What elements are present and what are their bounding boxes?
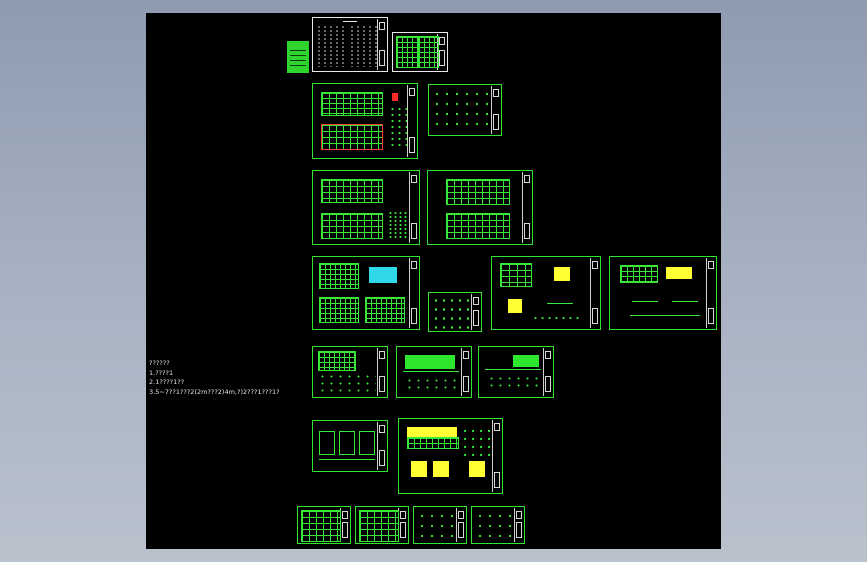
title-block [461, 348, 470, 396]
title-block [706, 258, 715, 328]
title-block [491, 86, 500, 134]
sheet-elevation-2[interactable] [478, 346, 554, 398]
title-block [492, 420, 501, 492]
sheet-stair-sections[interactable] [312, 420, 388, 472]
sheet-elevation-1[interactable] [396, 346, 472, 398]
notes-line-4: 3.5~7??1???2(2m???2)4m,?)2???1???1? [149, 387, 280, 396]
title-block [543, 348, 552, 396]
notes-line-1: ?????? [149, 359, 170, 367]
notes-line-2: 1.????1 [149, 368, 174, 377]
sheet-elevation-details[interactable] [398, 418, 503, 494]
sheet-drawing-index[interactable] [392, 32, 448, 72]
sheet-roof-framing-2[interactable] [609, 256, 717, 330]
layer-badge-icon [287, 41, 309, 73]
notes-line-3: 2.1????1?? [149, 378, 185, 386]
title-block [514, 508, 523, 542]
sheet-roof-framing-1[interactable] [491, 256, 601, 330]
sheet-detail-1[interactable] [297, 506, 351, 544]
title-block [471, 294, 480, 330]
title-block [377, 422, 386, 470]
sheet-foundation-details[interactable] [428, 84, 502, 136]
sheet-beam-reinforcement[interactable] [312, 256, 420, 330]
title-block [377, 348, 386, 396]
sheet-foundation-plan[interactable] [312, 83, 418, 159]
title-block [409, 258, 418, 328]
title-block [409, 172, 418, 243]
sheet-detail-3[interactable] [413, 506, 467, 544]
sheet-column-layout-1[interactable] [312, 170, 420, 245]
title-block [522, 172, 531, 243]
sheet-detail-4[interactable] [471, 506, 525, 544]
sheet-column-layout-2[interactable] [427, 170, 533, 245]
general-notes: ?????? 1.????1 2.1????1?? 3.5~7??1???2(2… [149, 359, 280, 397]
title-block [456, 508, 465, 542]
sheet-detail-2[interactable] [355, 506, 409, 544]
sheet-slab-details[interactable] [428, 292, 482, 332]
title-block [407, 85, 416, 157]
title-block [590, 258, 599, 328]
title-block [398, 508, 407, 542]
sheet-cover-notes[interactable] [312, 17, 388, 72]
title-block [340, 508, 349, 542]
sheet-section-1[interactable] [312, 346, 388, 398]
